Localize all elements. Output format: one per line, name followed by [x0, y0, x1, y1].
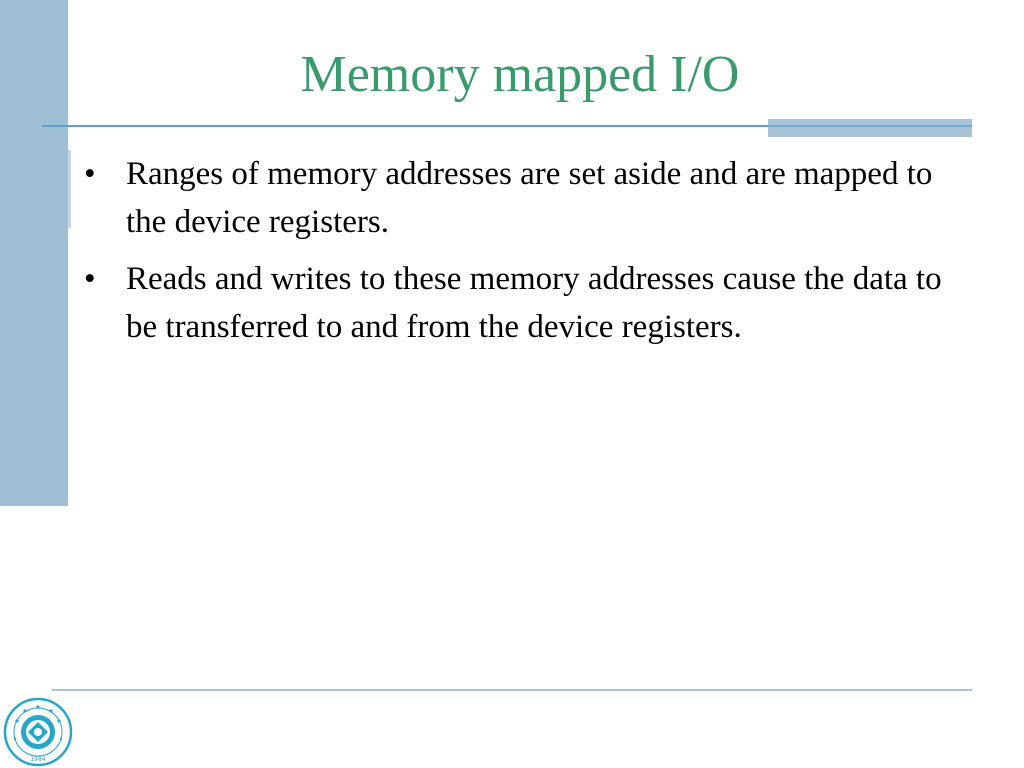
logo-year: 1984 — [30, 756, 45, 763]
bullet-text: Ranges of memory addresses are set aside… — [126, 156, 933, 240]
title-divider-accent — [768, 119, 972, 137]
bullet-item: • Reads and writes to these memory addre… — [82, 255, 962, 351]
bullet-marker: • — [84, 261, 96, 297]
footer-divider — [52, 689, 972, 691]
university-seal-icon: 1984 — [3, 697, 73, 767]
bullet-text: Reads and writes to these memory address… — [126, 261, 942, 345]
title-divider — [42, 125, 972, 127]
bullet-item: • Ranges of memory addresses are set asi… — [82, 150, 962, 246]
left-band-edge — [68, 150, 71, 228]
bullet-marker: • — [84, 156, 96, 192]
bullet-list: • Ranges of memory addresses are set asi… — [82, 150, 962, 360]
slide-title: Memory mapped I/O — [300, 46, 740, 103]
left-decorative-band — [0, 0, 68, 506]
